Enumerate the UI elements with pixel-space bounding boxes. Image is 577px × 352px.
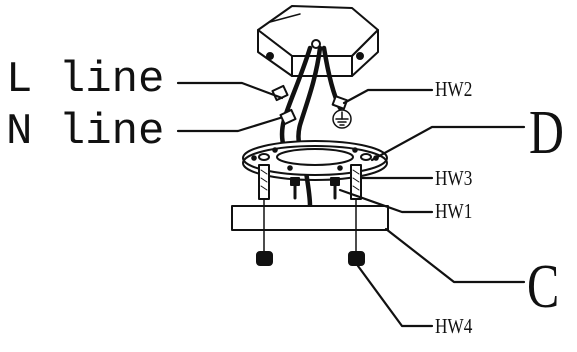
hw2-label: HW2 — [435, 77, 473, 101]
leader-hw2 — [342, 88, 434, 105]
leader-n-line — [176, 116, 282, 133]
l-line-label: L line — [6, 55, 165, 105]
hw4-label: HW4 — [435, 314, 473, 338]
hw1-screws — [290, 177, 340, 200]
ground-symbol-icon — [332, 109, 352, 129]
hw3-label: HW3 — [435, 166, 473, 190]
leader-d — [370, 125, 526, 162]
leader-hw4 — [356, 264, 434, 328]
d-label: D — [529, 99, 564, 167]
canopy-bar — [231, 205, 389, 231]
hw1-label: HW1 — [435, 199, 473, 223]
leader-hw1 — [338, 188, 434, 214]
c-label: C — [527, 253, 560, 321]
leader-lines — [176, 81, 526, 328]
hw4-rods — [256, 198, 365, 266]
leader-c — [384, 227, 526, 284]
leader-l-line — [176, 81, 284, 100]
n-line-label: N line — [6, 107, 165, 157]
